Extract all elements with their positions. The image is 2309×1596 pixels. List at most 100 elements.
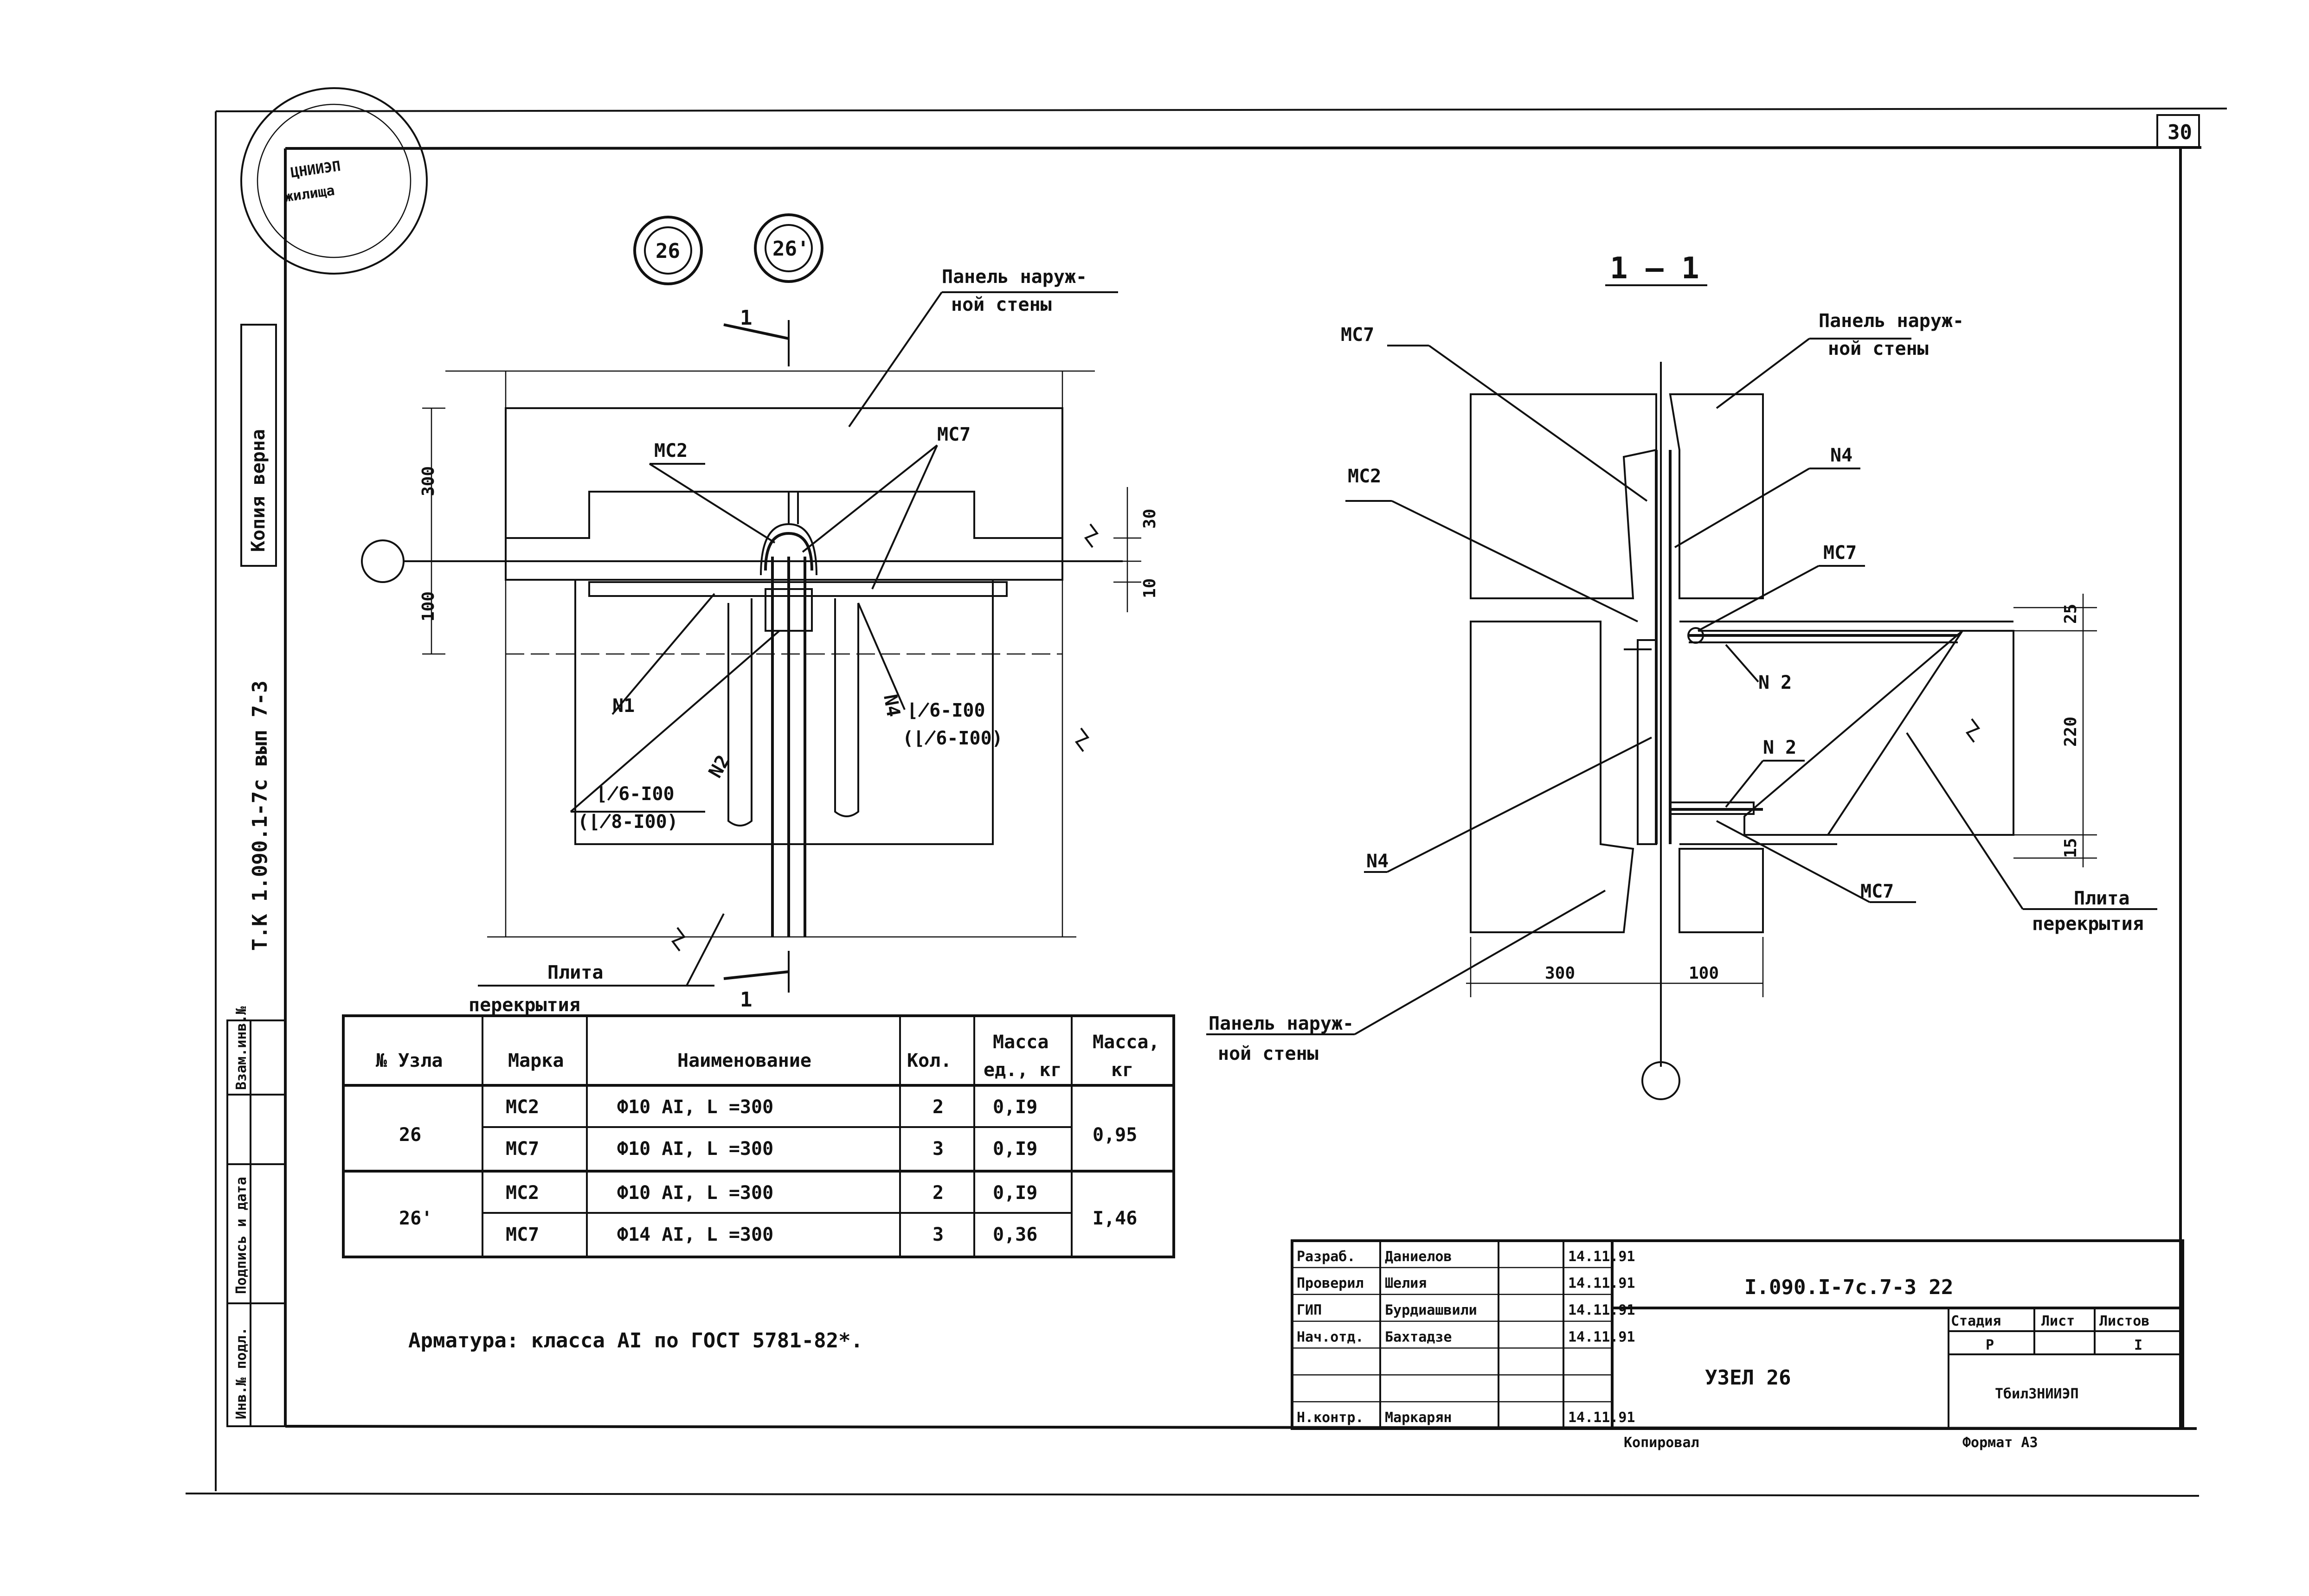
spec-table-grid [342,1014,1175,1258]
sec-wall-bot: Панель наруж- [1209,1013,1354,1034]
svg-text:ед., кг: ед., кг [984,1059,1062,1081]
sec-wall-bot-2: ной стены [1218,1043,1319,1064]
title-date: 14.11.91 [1568,1410,1635,1426]
org-name: ТбилЗНИИЭП [1995,1386,2079,1402]
svg-text:220: 220 [2061,717,2080,747]
title-name: Бурдиашвили [1385,1302,1477,1319]
side-column-label: Инв.№ подл. [233,1327,250,1419]
node-badge-26prime: 26' [754,213,823,283]
title-role: Разраб. [1297,1249,1355,1265]
title-date: 14.11.91 [1568,1249,1635,1265]
col-qty: Кол. [907,1050,952,1071]
col-unit-mass: Масса [993,1032,1048,1053]
title-name: Шелия [1385,1276,1427,1292]
approval-stamp: ЦНИИЭП жилища [240,87,428,275]
title-role: Нач.отд. [1297,1329,1364,1345]
svg-text:ЦНИИЭП: ЦНИИЭП [289,158,341,181]
plan-n2-label: N2 [705,751,734,782]
side-column-label: Подпись и дата [233,1177,250,1294]
table-node: 26 [399,1124,421,1146]
svg-text:1: 1 [740,306,753,330]
table-cell-mass: 0,I9 [993,1096,1037,1118]
sec-mc7-mid: МС7 [1823,542,1857,564]
side-column-label: Взам.инв.№ [233,1006,250,1090]
svg-text:Копия верна: Копия верна [248,429,269,552]
stage-header: Стадия [1951,1313,2001,1329]
plan-weld-1a: ⌊̸6-I00 [907,700,985,721]
title-block-grid [1291,1239,2184,1430]
sec-n4-top: N4 [1830,445,1852,466]
table-cell-qty: 2 [933,1096,944,1118]
section-view: 25 220 15 300 100 [1206,338,2157,1100]
svg-text:30: 30 [1140,509,1159,529]
title-role: ГИП [1297,1302,1322,1319]
node-title: УЗЕЛ 26 [1705,1366,1791,1390]
title-role: Проверил [1297,1276,1364,1292]
title-date: 14.11.91 [1568,1329,1635,1345]
table-cell-mark: МС2 [506,1182,539,1204]
plan-mc7-label: МС7 [937,424,971,445]
plan-n4-label: N4 [879,693,904,718]
svg-text:300: 300 [1545,964,1575,983]
svg-text:300: 300 [419,466,438,496]
sec-n2a: N 2 [1758,672,1792,693]
table-cell-qty: 3 [933,1138,944,1160]
section-title: 1 — 1 [1610,251,1699,286]
plan-weld-2a: ⌊̸6-I00 [596,783,675,805]
sheets-value: I [2134,1337,2142,1353]
sec-mc7-top: МС7 [1341,324,1374,346]
side-columns: Взам.инв.№ Подпись и дата Инв.№ подл. [226,1006,286,1427]
table-total-mass: I,46 [1093,1208,1137,1229]
svg-text:26': 26' [772,237,809,261]
svg-text:10: 10 [1140,578,1159,598]
plan-mc2-label: МС2 [654,440,688,461]
svg-text:100: 100 [1689,964,1719,983]
reinforcement-note: Арматура: класса AI по ГОСТ 5781-82*. [408,1329,863,1352]
table-cell-name: Ф10 AI, L =300 [617,1182,773,1204]
sec-mc7-bot: МС7 [1860,881,1894,902]
table-cell-qty: 2 [933,1182,944,1204]
plan-slab-label: Плита [547,962,603,983]
table-cell-name: Ф10 AI, L =300 [617,1096,773,1118]
table-cell-mass: 0,36 [993,1224,1037,1245]
plan-wall-label: Панель наруж- [942,266,1087,288]
sec-n4-bot: N4 [1366,851,1389,872]
plan-wall-label-2: ной стены [951,294,1052,315]
sec-slab-2: перекрытия [2032,913,2144,935]
table-cell-mark: МС7 [506,1224,539,1245]
svg-text:1: 1 [740,988,753,1012]
plan-weld-2b: (⌊̸8-I00) [578,811,678,833]
plan-weld-1b: (⌊̸6-I00) [902,728,1003,749]
sec-mc2: МС2 [1348,466,1381,487]
table-cell-name: Ф14 AI, L =300 [617,1224,773,1245]
margin-designation: Т.К 1.090.1-7с вып 7-3 [248,680,272,951]
col-node: № Узла [376,1050,443,1071]
title-date: 14.11.91 [1568,1276,1635,1292]
col-mark: Марка [508,1050,564,1071]
sec-wall-top: Панель наруж- [1819,310,1964,332]
title-name: Маркарян [1385,1410,1452,1426]
sec-slab: Плита [2074,888,2129,909]
sheet-frame [185,108,2227,1497]
plan-view: 300 100 30 10 1 1 [361,291,1159,1012]
title-name: Бахтадзе [1385,1329,1452,1345]
node-badge-26: 26 [633,216,703,285]
sheet-header: Лист [2041,1313,2075,1329]
copied-label: Копировал [1624,1435,1699,1451]
sec-wall-top-2: ной стены [1828,338,1929,359]
table-cell-mass: 0,I9 [993,1182,1037,1204]
title-date: 14.11.91 [1568,1302,1635,1319]
table-total-mass: 0,95 [1093,1124,1137,1146]
svg-text:15: 15 [2061,838,2080,858]
doc-designation: I.090.I-7с.7-3 22 [1744,1276,1953,1299]
stage-value: Р [1986,1337,1994,1353]
plan-n1-label: N1 [612,695,635,717]
copy-box: Копия верна [240,324,277,567]
table-cell-mark: МС7 [506,1138,539,1160]
sheet-number: 30 [2168,121,2192,144]
col-total-mass: Масса, [1093,1032,1160,1053]
